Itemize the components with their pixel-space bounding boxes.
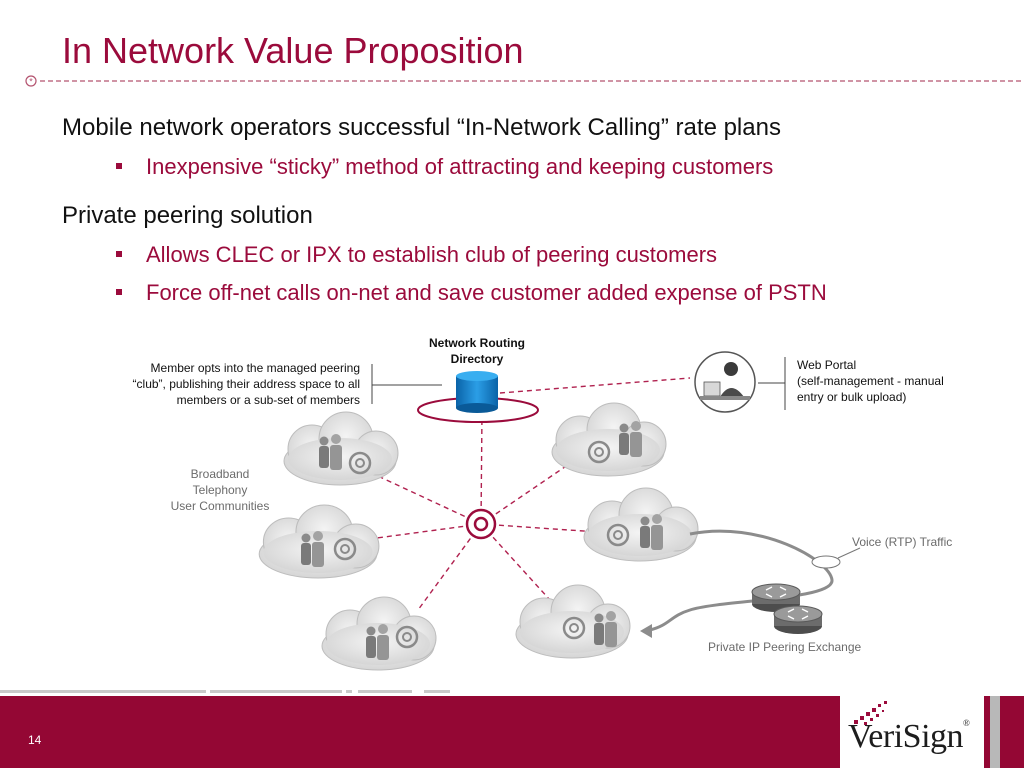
- router-icon: [751, 583, 801, 612]
- bullet-marker-icon: [116, 251, 122, 257]
- peering-hub-icon: [465, 508, 497, 540]
- member-note-line: members or a sub-set of members: [176, 393, 360, 407]
- communities-line: Broadband: [190, 467, 250, 481]
- divider-star-icon: [25, 75, 37, 87]
- bullet-level1: Mobile network operators successful “In-…: [62, 114, 781, 141]
- footer-strip: [210, 690, 342, 693]
- page-number: 14: [28, 733, 42, 747]
- footer-strip: [424, 690, 450, 693]
- router-icon: [773, 605, 823, 634]
- member-note-line: “club”, publishing their address space t…: [132, 377, 360, 391]
- communities-line: User Communities: [170, 499, 270, 513]
- bullet-level1: Private peering solution: [62, 202, 313, 229]
- web-portal-line: entry or bulk upload): [797, 390, 907, 404]
- traffic-callout-ellipse: [811, 555, 841, 569]
- directory-label-line: Directory: [450, 352, 504, 366]
- directory-label-line: Network Routing: [429, 336, 525, 350]
- web-portal-operator-icon: [694, 351, 756, 413]
- footer-strip: [358, 690, 412, 693]
- community-cloud: [551, 402, 667, 477]
- registered-mark: ®: [963, 718, 970, 728]
- logo-word: eriSign: [868, 718, 964, 755]
- web-portal-line: Web Portal: [797, 358, 857, 372]
- member-note-line: Member opts into the managed peering: [150, 361, 360, 375]
- community-cloud: [283, 411, 399, 486]
- community-cloud: [583, 487, 699, 562]
- directory-label: Network Routing Directory: [410, 335, 544, 367]
- bullet-marker-icon: [116, 289, 122, 295]
- portal-note-bracket: [758, 357, 786, 410]
- arrow-head-icon: [640, 624, 652, 638]
- bullet-level2: Force off-net calls on-net and save cust…: [116, 280, 1002, 306]
- title-divider: *: [25, 75, 1022, 87]
- routing-directory-database-icon: [417, 371, 539, 423]
- community-cloud: [258, 504, 380, 579]
- member-note-bracket: [371, 364, 442, 404]
- communities-label: Broadband Telephony User Communities: [140, 466, 300, 514]
- community-cloud: [515, 584, 631, 659]
- voice-traffic-label: Voice (RTP) Traffic: [852, 535, 953, 549]
- bullet-level2: Allows CLEC or IPX to establish club of …: [116, 242, 1002, 268]
- svg-text:*: *: [29, 77, 33, 87]
- footer-strip: [346, 690, 352, 693]
- bullet-list: Mobile network operators successful “In-…: [62, 114, 1002, 306]
- communities-line: Telephony: [192, 483, 248, 497]
- web-portal-line: (self-management - manual: [797, 374, 944, 388]
- verisign-logo: VeriSign®: [848, 718, 970, 756]
- peering-exchange-label: Private IP Peering Exchange: [708, 640, 862, 654]
- voice-traffic-path: [649, 529, 834, 632]
- logo-letter: V: [848, 718, 869, 755]
- slide-title: In Network Value Proposition: [62, 30, 524, 71]
- bullet-level2: Inexpensive “sticky” method of attractin…: [116, 154, 1002, 180]
- footer-side-bar: [990, 696, 1000, 768]
- web-portal-note: Web Portal (self-management - manual ent…: [797, 357, 997, 405]
- logo-checkmark-icon: [854, 701, 887, 725]
- bullet-text: Allows CLEC or IPX to establish club of …: [146, 242, 718, 267]
- community-cloud: [321, 596, 437, 671]
- bullet-text: Inexpensive “sticky” method of attractin…: [146, 154, 774, 179]
- footer-strip: [0, 690, 206, 693]
- peering-links: [361, 377, 691, 611]
- bullet-marker-icon: [116, 163, 122, 169]
- member-note: Member opts into the managed peering “cl…: [80, 360, 360, 408]
- logo-panel: [840, 696, 984, 768]
- bullet-text: Force off-net calls on-net and save cust…: [146, 280, 827, 305]
